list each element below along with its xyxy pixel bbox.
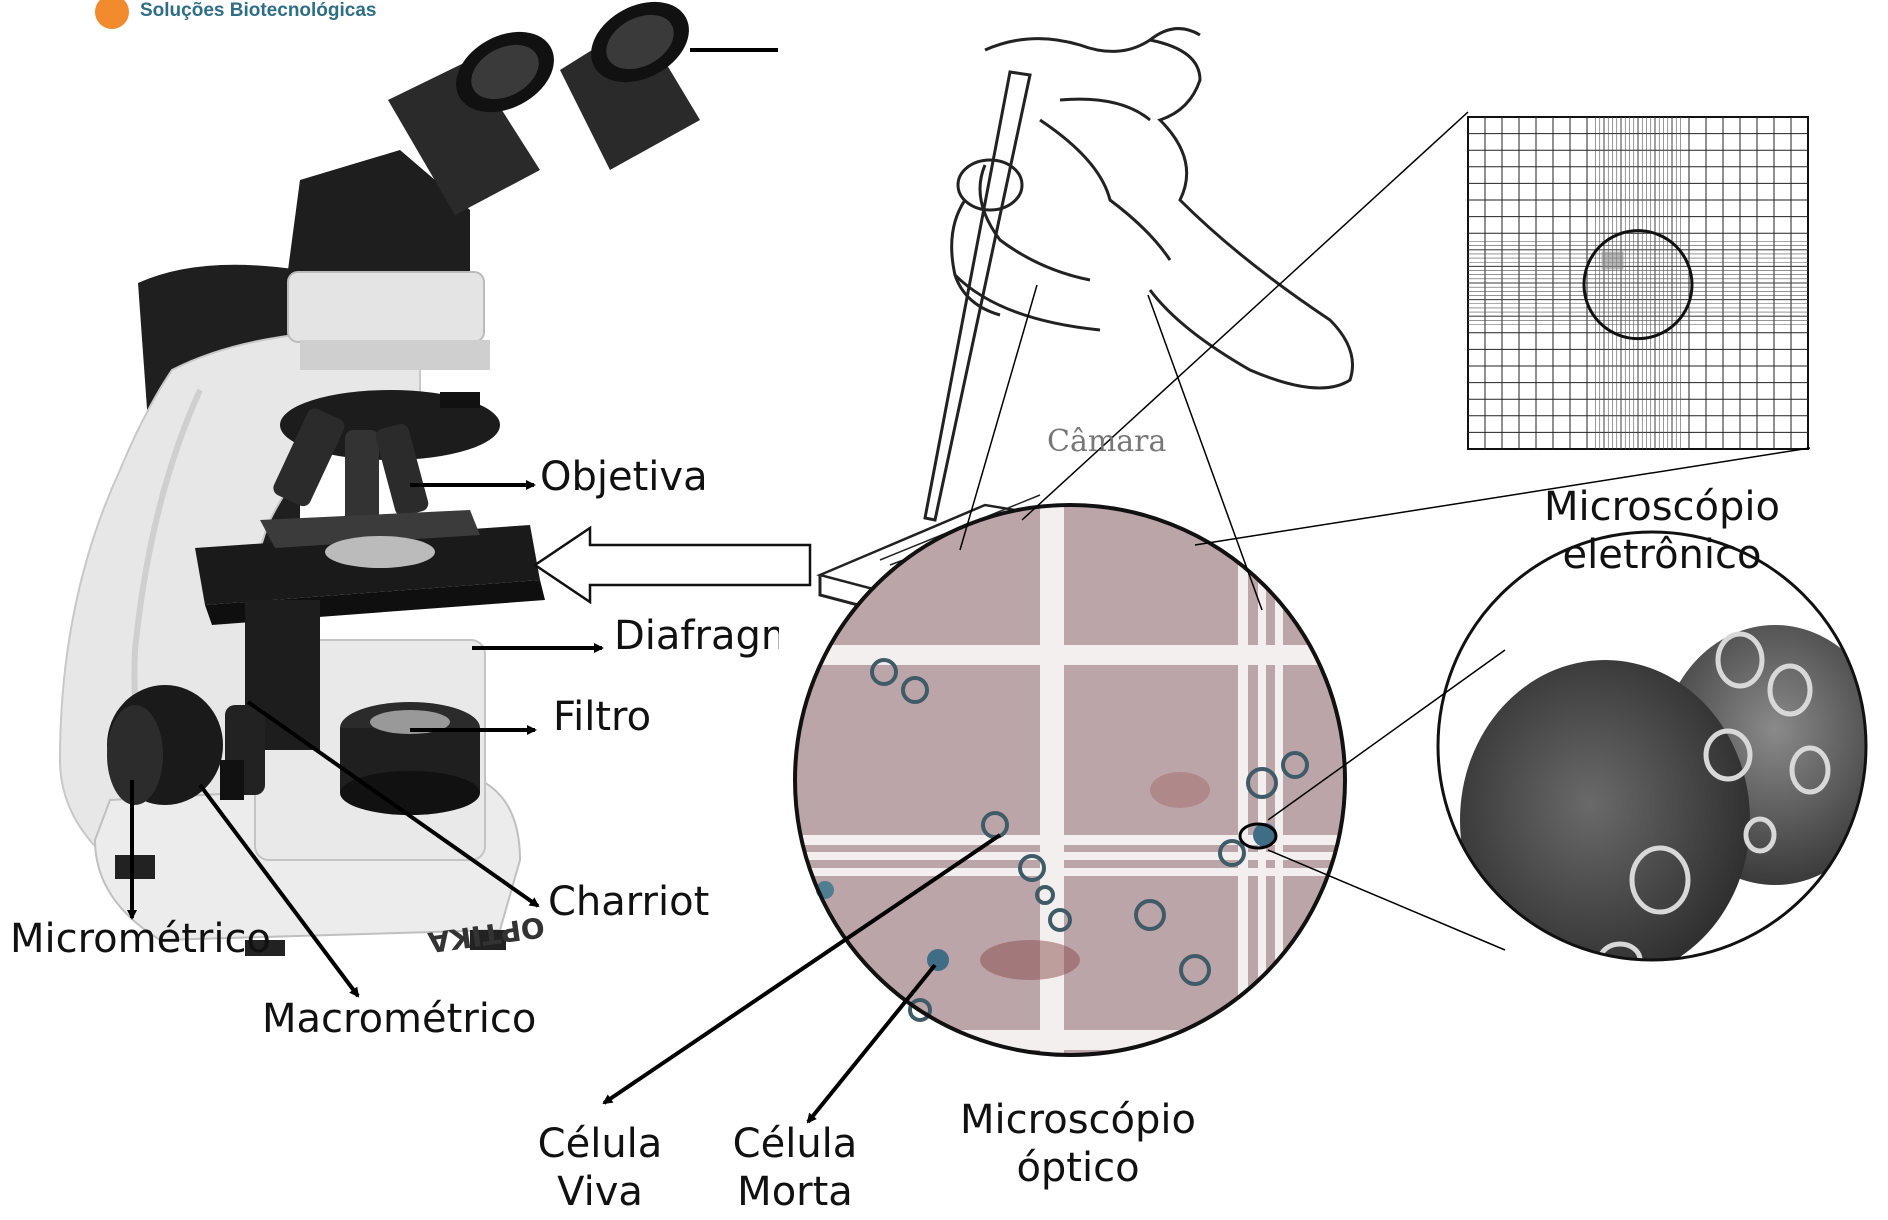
microscopio-eletronico-label: Microscópio eletrônico [1544, 483, 1780, 579]
logo-text: Soluções Biotecnológicas [140, 0, 377, 22]
hollow-arrow [535, 528, 810, 602]
macrometrico-label: Macrométrico [262, 995, 536, 1043]
filtro-label: Filtro [553, 693, 651, 741]
charriot-label: Charriot [548, 878, 709, 926]
optical-view-circle [795, 505, 1345, 1055]
objetiva-label: Objetiva [540, 453, 708, 501]
micrometrico-label: Micrométrico [10, 915, 271, 963]
logo-circle-icon [95, 0, 129, 29]
electron-view-circle [1438, 532, 1888, 980]
camara-label: Câmara [1047, 424, 1166, 459]
celula-viva-label: Célula Viva [538, 1120, 663, 1216]
diafragma-label: Diafragm [614, 612, 779, 660]
counting-grid [1468, 117, 1808, 449]
microscopio-optico-label: Microscópio óptico [960, 1096, 1196, 1192]
celula-morta-label: Célula Morta [733, 1120, 858, 1216]
